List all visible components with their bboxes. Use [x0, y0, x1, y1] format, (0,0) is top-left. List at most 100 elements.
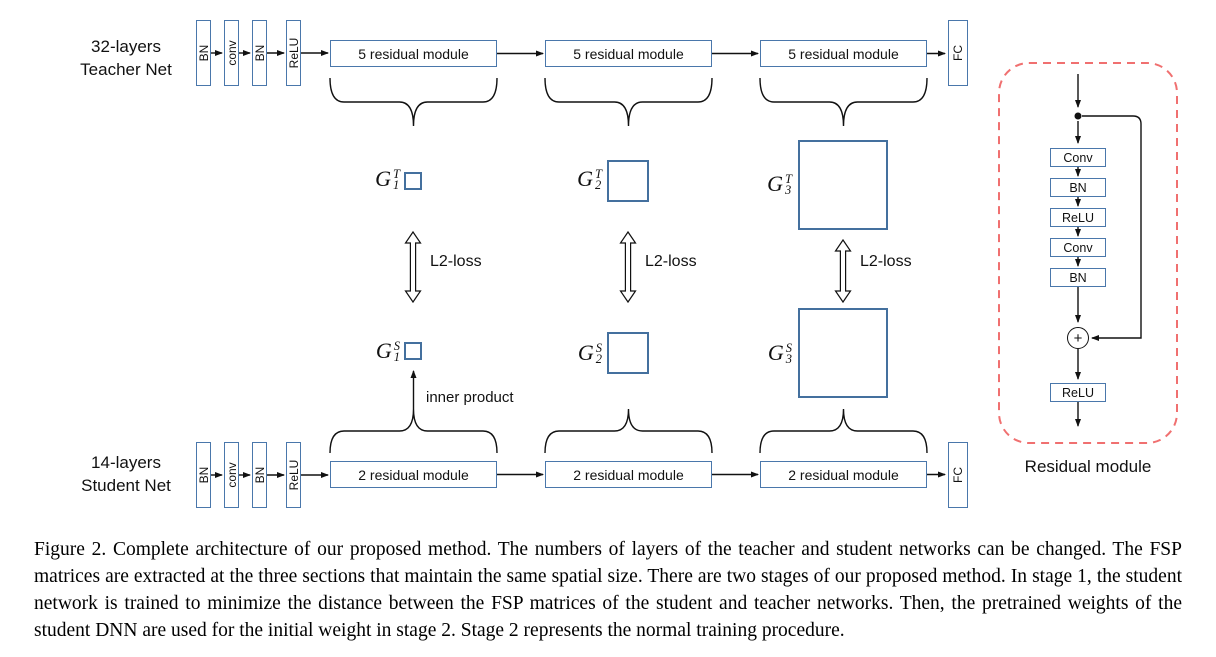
- teacher-module-3: 5 residual module: [760, 40, 927, 67]
- student-stem-bn2-label: BN: [252, 466, 267, 484]
- teacher-size-label: 32-layers: [91, 37, 161, 56]
- teacher-stem-bn2-box: BN: [252, 20, 267, 86]
- teacher-stem-relu-label: ReLU: [286, 37, 301, 69]
- student-fc-box: FC: [948, 442, 968, 508]
- detail-bn2-label: BN: [1069, 270, 1087, 285]
- g-sub: 2: [595, 178, 602, 192]
- student-module-3-label: 2 residual module: [788, 466, 899, 483]
- detail-bn2-box: BN: [1050, 268, 1106, 287]
- teacher-net-label: 32-layers Teacher Net: [60, 35, 192, 81]
- teacher-module-3-label: 5 residual module: [788, 45, 899, 62]
- g-sub: 3: [785, 183, 792, 197]
- g-base: G: [577, 166, 594, 191]
- g-sup: S: [393, 338, 400, 353]
- g-base: G: [577, 340, 594, 365]
- g-base: G: [767, 171, 784, 196]
- teacher-module-2: 5 residual module: [545, 40, 712, 67]
- g-sub: 3: [785, 352, 792, 366]
- detail-conv1-box: Conv: [1050, 148, 1106, 167]
- teacher-module-2-label: 5 residual module: [573, 45, 684, 62]
- student-module-3: 2 residual module: [760, 461, 927, 488]
- student-module-2-label: 2 residual module: [573, 466, 684, 483]
- student-stem-bn1-box: BN: [196, 442, 211, 508]
- student-size-label: 14-layers: [91, 453, 161, 472]
- l2-loss-label-1: L2-loss: [430, 253, 482, 270]
- elementwise-add-icon: +: [1067, 327, 1089, 349]
- inner-product-label: inner product: [426, 389, 514, 406]
- detail-bn1-box: BN: [1050, 178, 1106, 197]
- teacher-name-label: Teacher Net: [80, 60, 172, 79]
- student-fc-label: FC: [951, 467, 965, 483]
- fsp-student-matrix-1-square: [404, 342, 422, 360]
- student-module-1: 2 residual module: [330, 461, 497, 488]
- teacher-stem-bn1-label: BN: [196, 44, 211, 62]
- branch-dot-icon: [1074, 112, 1082, 120]
- teacher-underbrace-2: [544, 77, 713, 127]
- student-stem-relu-label: ReLU: [286, 459, 301, 491]
- l2-loss-double-arrow-1: [404, 230, 422, 304]
- fsp-student-matrix-2-square: [607, 332, 649, 374]
- student-module-2: 2 residual module: [545, 461, 712, 488]
- teacher-underbrace-1: [329, 77, 498, 127]
- student-overbrace-3: [759, 408, 928, 454]
- fsp-teacher-matrix-2-square: [607, 160, 649, 202]
- detail-conv2-box: Conv: [1050, 238, 1106, 257]
- fsp-teacher-matrix-3-square: [798, 140, 888, 230]
- figure-caption: Figure 2. Complete architecture of our p…: [34, 539, 1182, 641]
- fsp-teacher-matrix-1-square: [404, 172, 422, 190]
- student-overbrace-1: [329, 408, 498, 454]
- student-name-label: Student Net: [81, 476, 171, 495]
- g-sup: T: [393, 166, 400, 181]
- teacher-fc-label: FC: [951, 45, 965, 61]
- l2-loss-label-3: L2-loss: [860, 253, 912, 270]
- teacher-module-1: 5 residual module: [330, 40, 497, 67]
- student-overbrace-2: [544, 408, 713, 454]
- residual-module-title: Residual module: [1024, 457, 1152, 476]
- l2-loss-label-2: L2-loss: [645, 253, 697, 270]
- teacher-module-1-label: 5 residual module: [358, 45, 469, 62]
- detail-conv1-label: Conv: [1063, 150, 1093, 165]
- g-sup: T: [785, 171, 792, 186]
- teacher-stem-conv-box: conv: [224, 20, 239, 86]
- l2-loss-double-arrow-3: [834, 238, 852, 304]
- detail-relu1-box: ReLU: [1050, 208, 1106, 227]
- teacher-fc-box: FC: [948, 20, 968, 86]
- teacher-stem-relu-box: ReLU: [286, 20, 301, 86]
- teacher-underbrace-3: [759, 77, 928, 127]
- detail-conv2-label: Conv: [1063, 240, 1093, 255]
- student-stem-bn1-label: BN: [196, 466, 211, 484]
- g-base: G: [375, 338, 392, 363]
- student-stem-conv-box: conv: [224, 442, 239, 508]
- student-net-label: 14-layers Student Net: [60, 451, 192, 497]
- detail-bn1-label: BN: [1069, 180, 1087, 195]
- teacher-stem-conv-label: conv: [224, 40, 239, 66]
- detail-relu2-label: ReLU: [1062, 385, 1094, 400]
- g-sup: T: [595, 166, 602, 181]
- g-base: G: [375, 166, 392, 191]
- detail-relu2-box: ReLU: [1050, 383, 1106, 402]
- g-sup: S: [785, 340, 792, 355]
- skip-connection-arrow: [1082, 115, 1142, 341]
- g-sub: 1: [393, 350, 400, 364]
- detail-relu1-label: ReLU: [1062, 210, 1094, 225]
- residual-detail-panel-border: [998, 62, 1178, 444]
- teacher-stem-bn2-label: BN: [252, 44, 267, 62]
- teacher-stem-bn1-box: BN: [196, 20, 211, 86]
- student-stem-relu-box: ReLU: [286, 442, 301, 508]
- plus-symbol: +: [1073, 329, 1083, 347]
- g-sup: S: [595, 340, 602, 355]
- fsp-student-matrix-3-square: [798, 308, 888, 398]
- student-stem-conv-label: conv: [224, 462, 239, 488]
- l2-loss-double-arrow-2: [619, 230, 637, 304]
- g-sub: 2: [595, 352, 602, 366]
- g-base: G: [767, 340, 784, 365]
- student-stem-bn2-box: BN: [252, 442, 267, 508]
